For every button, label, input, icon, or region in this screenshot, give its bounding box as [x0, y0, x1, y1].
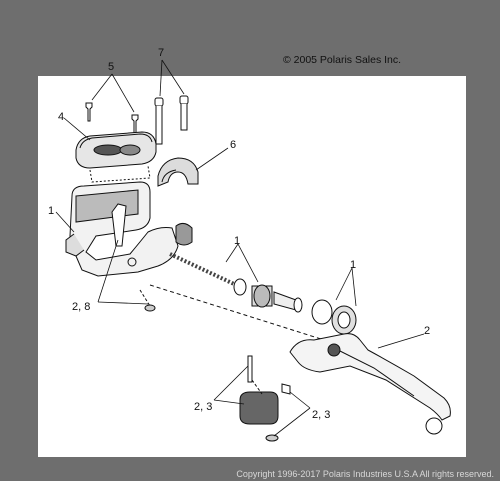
- callout-6: 6: [230, 139, 236, 151]
- piston-spring[interactable]: [169, 252, 303, 313]
- diagram-copyright: © 2005 Polaris Sales Inc.: [283, 54, 401, 66]
- callout-7: 7: [158, 47, 164, 59]
- callout-2-3-left: 2, 3: [194, 401, 212, 413]
- pivot-bolt-washer[interactable]: [139, 289, 156, 312]
- callout-1-spring: 1: [234, 235, 240, 247]
- footer-copyright: Copyright 1996-2017 Polaris Industries U…: [236, 469, 494, 479]
- callout-5: 5: [108, 61, 114, 73]
- handlebar-clamp[interactable]: [157, 157, 199, 187]
- callout-1-seal: 1: [350, 259, 356, 271]
- callout-1-body: 1: [48, 205, 54, 217]
- callout-2-8: 2, 8: [72, 301, 90, 313]
- callout-leaders: [55, 59, 425, 437]
- reservoir-cover-screws[interactable]: [85, 102, 139, 134]
- lever-adjuster[interactable]: [239, 355, 291, 442]
- callout-2-3-right: 2, 3: [312, 409, 330, 421]
- callout-4: 4: [58, 111, 64, 123]
- master-cylinder-body[interactable]: [65, 181, 193, 277]
- callout-2: 2: [424, 325, 430, 337]
- brake-lever[interactable]: [289, 333, 451, 435]
- piston-boot-seal[interactable]: [311, 299, 357, 335]
- clamp-bolts[interactable]: [154, 95, 189, 145]
- reservoir-cover[interactable]: [75, 131, 157, 183]
